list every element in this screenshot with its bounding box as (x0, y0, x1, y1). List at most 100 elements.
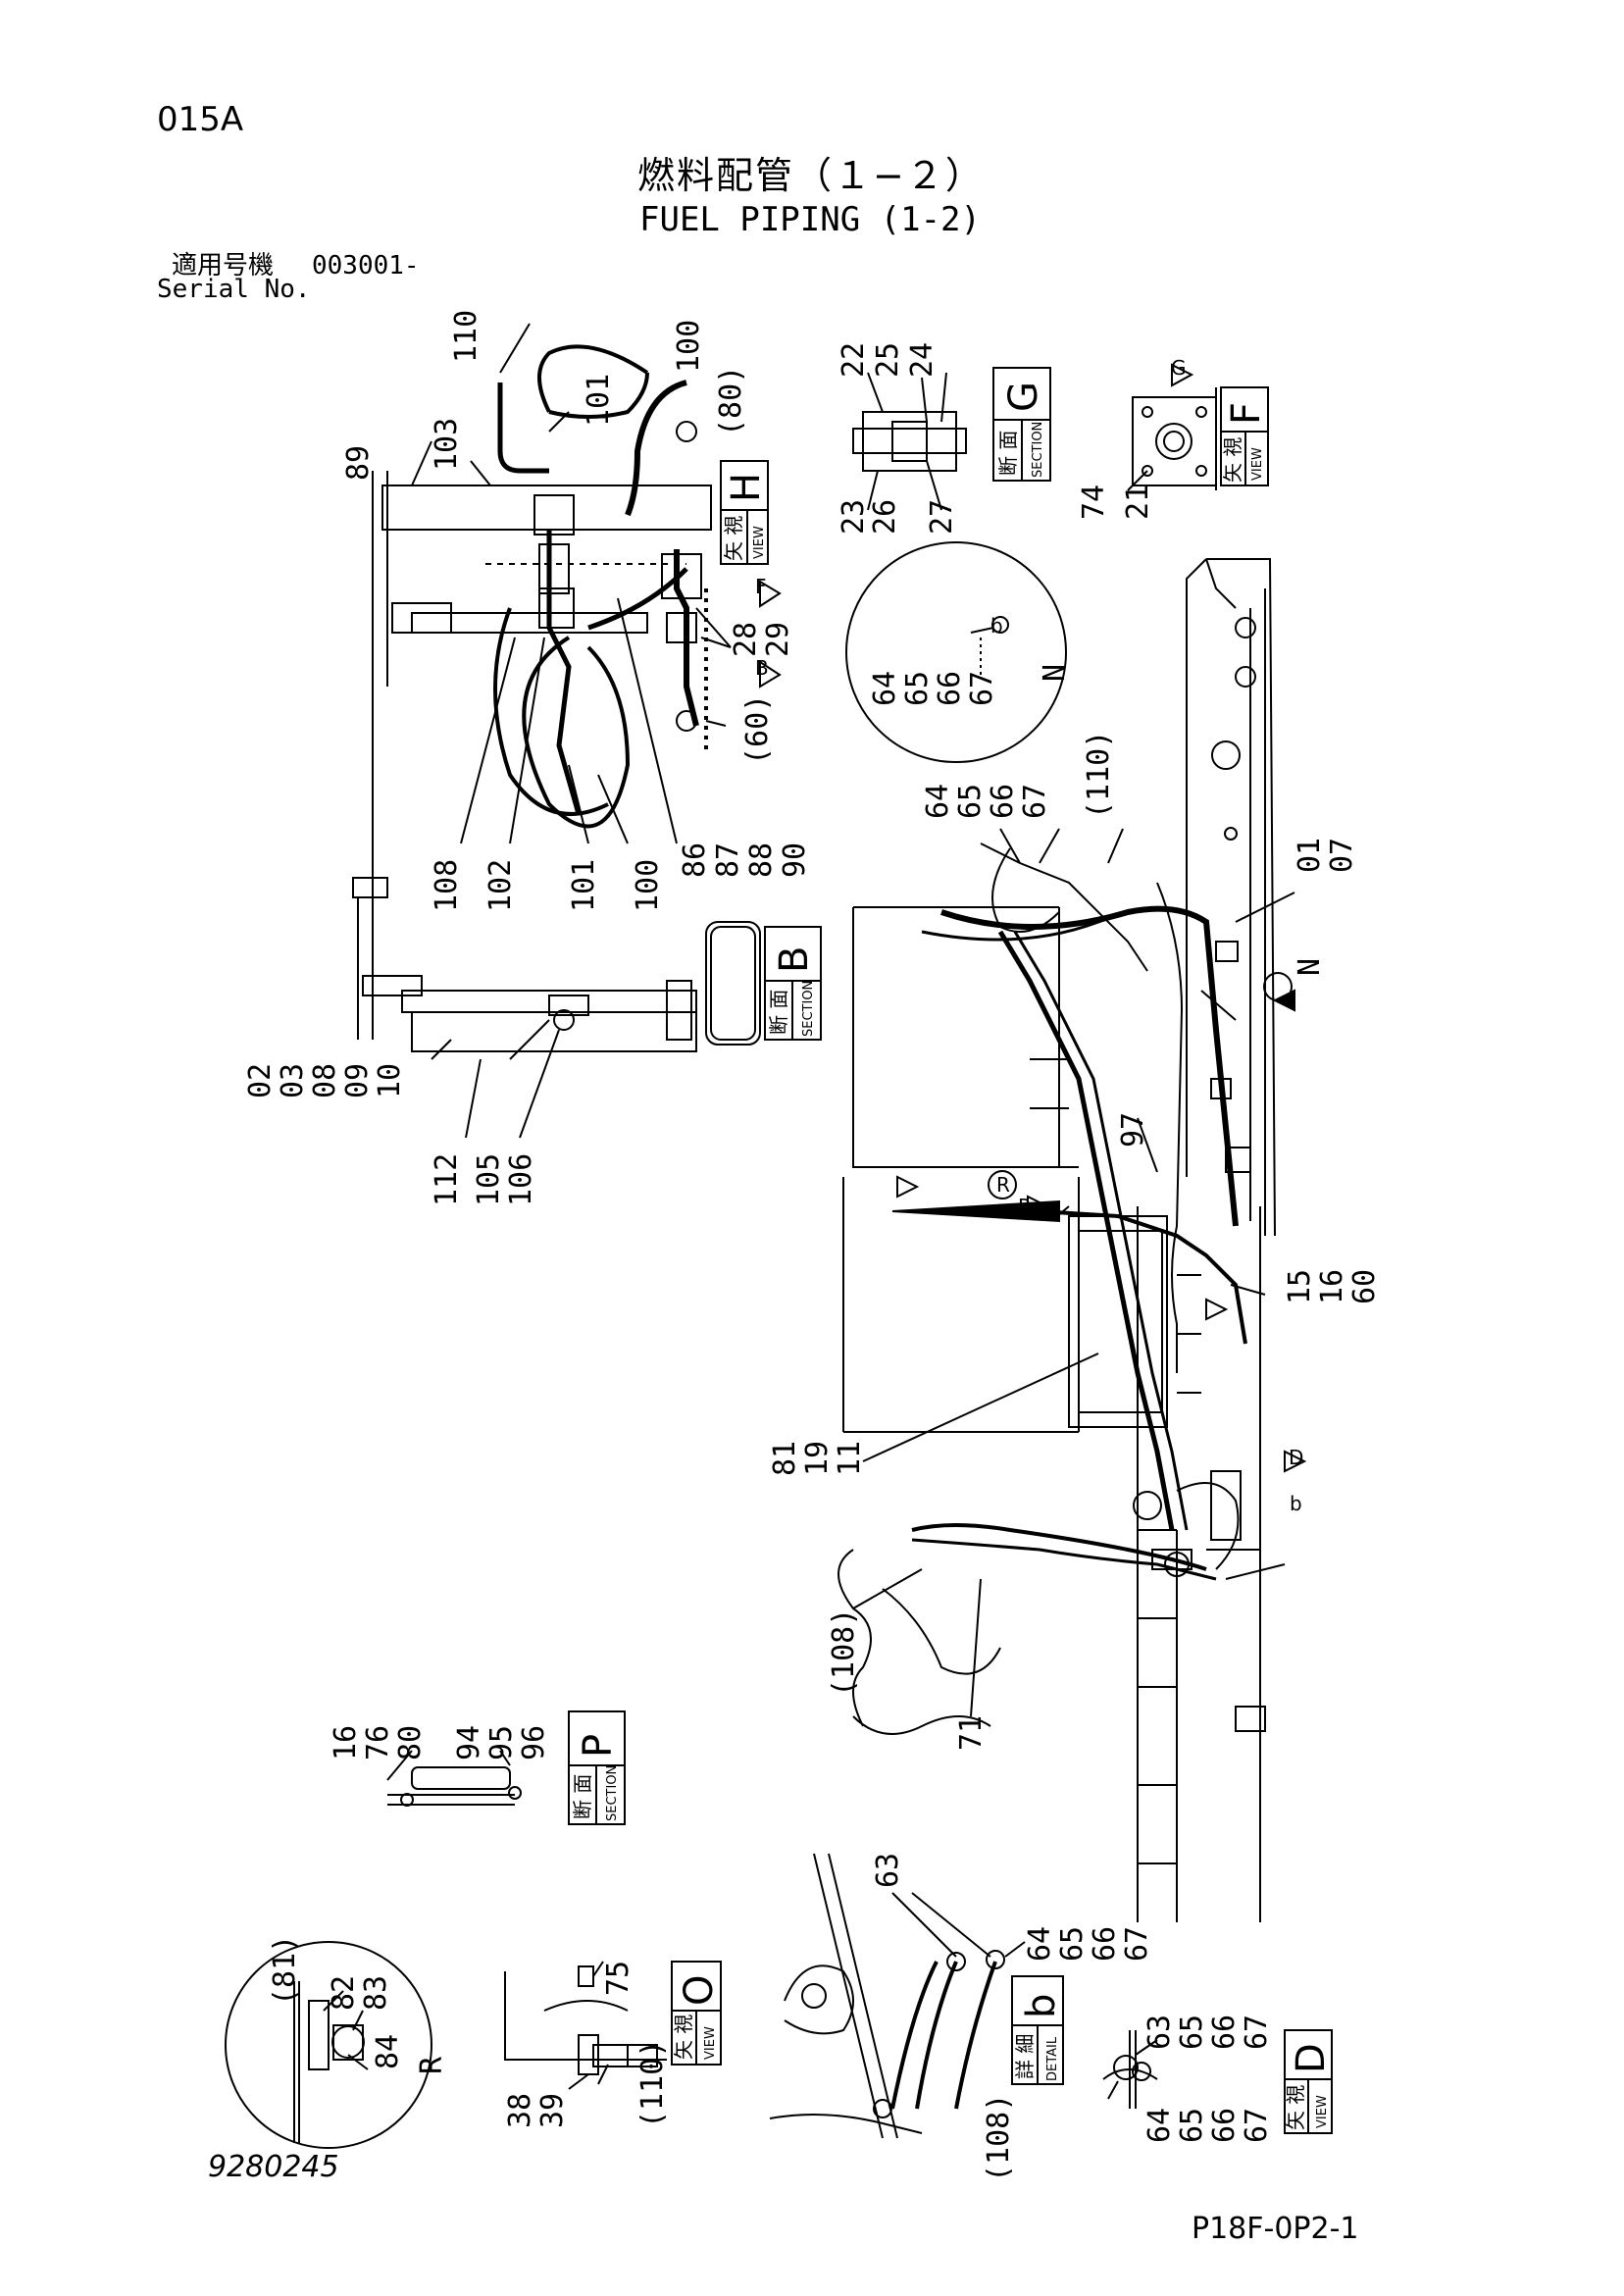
callout-p-80: 80 (393, 1725, 428, 1760)
callout-p-95: 95 (484, 1725, 519, 1760)
callout-g-27: 27 (925, 499, 959, 535)
tag-section-g-kanji: 断 面 (996, 431, 1020, 476)
drawing-number: 9280245 (208, 2150, 339, 2184)
callout-detail-108: (108) (982, 2094, 1016, 2182)
tag-section-g: G 断 面 SECTION (992, 367, 1051, 482)
view-o-drawing (504, 1961, 667, 2090)
north-marker-label: N (1293, 958, 1327, 976)
flag-f-label: F (755, 575, 767, 598)
callout-main-81: 81 (768, 1441, 802, 1476)
callout-main-60: 60 (1347, 1269, 1382, 1304)
tag-detail-b-kanji: 詳 細 (1013, 2034, 1037, 2079)
circle-n-b-marker: b (990, 614, 1003, 638)
callout-main-108: (108) (827, 1608, 861, 1697)
flag-d-label: D (1289, 1446, 1303, 1469)
tag-section-b: B 断 面 SECTION (764, 926, 822, 1041)
view-h-drawing (372, 323, 732, 1040)
callout-detail-67: 67 (1120, 1926, 1154, 1962)
title-english: FUEL PIPING (1-2) (639, 200, 981, 239)
callout-h-103: 103 (430, 418, 464, 471)
serial-label-japanese: 適用号機 (172, 251, 275, 281)
tag-section-g-letter: G (1001, 382, 1046, 412)
callout-main-71: 71 (954, 1715, 989, 1751)
r-marker-circle (988, 1170, 1017, 1199)
tag-view-o-sub: VIEW (703, 2026, 718, 2060)
callout-h-102: 102 (483, 859, 518, 912)
tag-view-f: F 矢 視 VIEW (1220, 386, 1269, 486)
detail-b-marker: b (1290, 1492, 1302, 1515)
callout-main-07: 07 (1325, 838, 1359, 873)
tag-detail-b-sub: DETAIL (1045, 2036, 1060, 2081)
tag-detail-b-letter: b (1019, 1994, 1064, 2018)
callout-h-101-bottom: 101 (567, 859, 601, 912)
callout-h-29: 29 (761, 622, 795, 657)
callout-h-60: (60) (740, 694, 775, 765)
callout-main-16: 16 (1315, 1269, 1349, 1304)
tag-view-o: O 矢 視 VIEW (671, 1961, 722, 2066)
tag-view-h-letter: H (724, 473, 769, 502)
tag-view-o-letter: O (677, 1975, 722, 2006)
callout-p-76: 76 (361, 1725, 395, 1760)
circle-r-letter: R (415, 2056, 449, 2074)
callout-b-105: 105 (472, 1153, 506, 1206)
callout-detail-66: 66 (1088, 1926, 1122, 1962)
r-marker-label: R (996, 1173, 1010, 1197)
callout-main-110: (110) (1082, 731, 1116, 819)
detail-b-drawing (769, 1853, 1026, 2139)
callout-main-15: 15 (1283, 1269, 1317, 1304)
callout-g-26: 26 (868, 499, 902, 535)
tag-view-f-sub: VIEW (1250, 447, 1265, 481)
main-view-drawing (837, 558, 1295, 1922)
callout-b-08: 08 (308, 1063, 342, 1098)
tag-view-d-sub: VIEW (1315, 2095, 1330, 2128)
flag-b-label: B (755, 656, 769, 680)
callout-h-86: 86 (678, 842, 712, 878)
callout-detail-63: 63 (871, 1853, 905, 1888)
view-f-drawing (1127, 387, 1217, 491)
tag-view-h: H 矢 視 VIEW (720, 460, 769, 565)
tag-view-h-sub: VIEW (752, 526, 767, 559)
callout-h-100-top: 100 (672, 320, 706, 373)
callout-r-84: 84 (371, 2034, 405, 2069)
flag-markers (759, 363, 1307, 1473)
callout-detail-65: 65 (1055, 1926, 1090, 1962)
callout-b-106: 106 (504, 1153, 538, 1206)
tag-detail-b: b 詳 細 DETAIL (1011, 1975, 1064, 2085)
callout-n-64: 64 (868, 671, 902, 706)
callout-main-67: 67 (1018, 784, 1052, 819)
callout-detail-64: 64 (1023, 1926, 1057, 1962)
tag-view-f-kanji: 矢 視 (1221, 437, 1244, 483)
callout-main-65: 65 (953, 784, 988, 819)
callout-d-64-bottom: 64 (1142, 2108, 1177, 2143)
tag-section-p-sub: SECTION (605, 1765, 620, 1821)
callout-f-21: 21 (1121, 485, 1155, 520)
callout-h-80: (80) (714, 366, 748, 436)
tag-section-g-sub: SECTION (1031, 422, 1045, 478)
callout-h-101-top: 101 (582, 374, 616, 427)
callout-h-90: 90 (778, 842, 812, 878)
callout-h-28: 28 (729, 622, 763, 657)
callout-n-67: 67 (965, 671, 999, 706)
callout-p-94: 94 (452, 1725, 486, 1760)
callout-d-65-top: 65 (1175, 2015, 1209, 2050)
title-japanese: 燃料配管（１−２） (637, 154, 985, 197)
circle-r-drawing (225, 1941, 432, 2149)
callout-d-66-bottom: 66 (1207, 2108, 1242, 2143)
section-g-drawing (852, 372, 967, 511)
callout-n-65: 65 (900, 671, 935, 706)
tag-view-d-letter: D (1289, 2043, 1334, 2073)
callout-main-19: 19 (800, 1441, 835, 1476)
callout-g-25: 25 (871, 342, 905, 378)
callout-main-97: 97 (1116, 1112, 1150, 1148)
tag-section-p-kanji: 断 面 (571, 1774, 594, 1819)
flag-p-label: P (1018, 1195, 1030, 1218)
serial-label-english: Serial No. (157, 275, 311, 304)
callout-p-16: 16 (329, 1725, 363, 1760)
north-marker-circle (1263, 972, 1293, 1001)
callout-g-23: 23 (837, 499, 871, 535)
sheet-code: P18F-0P2-1 (1192, 2212, 1359, 2246)
callout-o-38: 38 (503, 2093, 537, 2128)
callout-d-65-bottom: 65 (1175, 2108, 1209, 2143)
callout-main-01: 01 (1293, 838, 1327, 873)
